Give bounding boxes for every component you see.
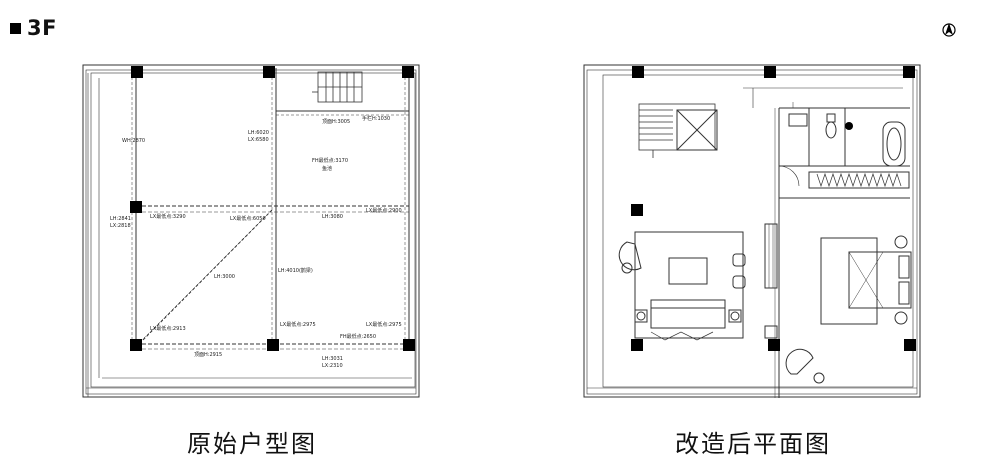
elevator xyxy=(676,109,718,151)
annotation-fh-low-3170: FH最低点:3170 xyxy=(312,157,348,164)
rug xyxy=(820,237,878,325)
renovated-plan-caption: 改造后平面图 xyxy=(675,430,831,458)
floor-label: 3F xyxy=(27,16,57,40)
renovated-floor-plan xyxy=(583,64,921,398)
annotation-lx-low-2975-b: LX最低点:2975 xyxy=(366,321,402,328)
toilet xyxy=(825,121,837,139)
double-bed xyxy=(848,251,912,309)
annotation-lx-6580: LX:6580 xyxy=(248,137,269,143)
annotation-fish-pond: 鱼池 xyxy=(322,165,332,172)
staircase xyxy=(312,71,363,103)
tv-cabinet xyxy=(764,223,778,289)
annotation-lh-3031: LH:3031 xyxy=(322,356,343,362)
annotation-handrail-h-1030: 手栏H:1030 xyxy=(362,115,390,122)
annotation-lx-low-2913: LX最低点:2913 xyxy=(150,325,186,332)
annotation-lh-4010: LH:4010(鹊梁) xyxy=(278,267,313,274)
living-area xyxy=(634,231,744,339)
annotation-lx-low-3290: LX最低点:3290 xyxy=(150,213,186,220)
original-plan-caption: 原始户型图 xyxy=(187,430,317,458)
outer-wall xyxy=(82,64,420,398)
annotation-lh-3080: LH:3080 xyxy=(322,214,343,220)
outer-wall xyxy=(583,64,921,398)
annotation-ceiling-h-2915: 顶面H:2915 xyxy=(194,352,222,358)
annotation-lh-6020: LH:6020 xyxy=(248,130,269,136)
wardrobe xyxy=(808,171,910,189)
annotation-fh-low-2650: FH最低点:2650 xyxy=(340,333,376,340)
coffee-table xyxy=(668,257,708,285)
north-arrow-icon xyxy=(942,23,956,37)
annotation-lh-2841: LH:2841 xyxy=(110,216,131,222)
annotation-lx-2818: LX:2818 xyxy=(110,223,131,229)
sofa xyxy=(650,299,726,341)
annotation-lx-low-2975-a: LX最低点:2975 xyxy=(280,321,316,328)
lounge-chair xyxy=(785,348,814,375)
floor-marker-square xyxy=(10,22,21,34)
sink xyxy=(788,113,808,127)
annotation-lh-3000: LH:3000 xyxy=(214,274,235,280)
structural-columns xyxy=(631,66,916,351)
annotation-lx-low-2900: LX最低点:2900 xyxy=(366,207,402,214)
structural-columns xyxy=(130,66,415,351)
annotation-ceiling-h-3005: 顶面H:3005 xyxy=(322,119,350,125)
floor-header: 3F xyxy=(10,16,57,40)
bathtub xyxy=(882,121,906,167)
annotation-lx-2310: LX:2310 xyxy=(322,363,343,369)
annotation-lx-low-6050: LX最低点:6050 xyxy=(230,215,266,222)
original-floor-plan: WH:2870 LH:2841 LX:2818 LX最低点:3290 LH:60… xyxy=(82,64,420,398)
annotation-wh-2870: WH:2870 xyxy=(122,138,145,144)
